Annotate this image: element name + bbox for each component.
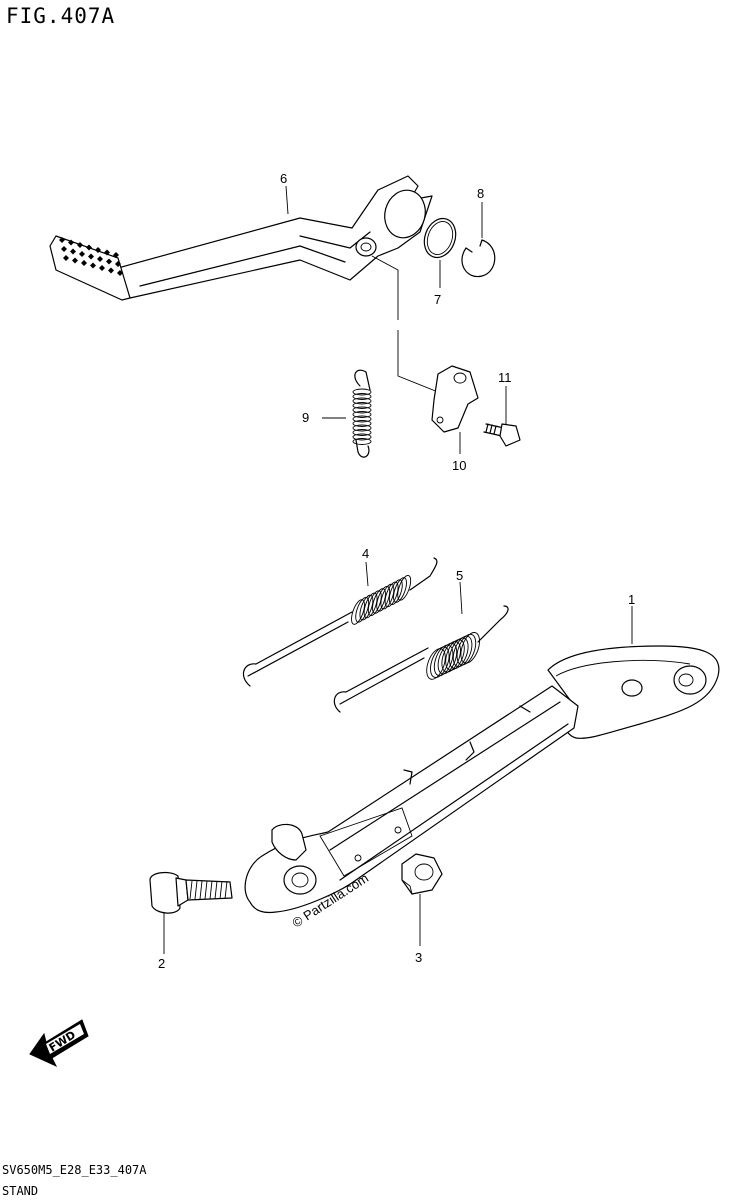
callout-3: 3 <box>415 950 422 965</box>
callout-1: 1 <box>628 592 635 607</box>
callout-4: 4 <box>362 546 369 561</box>
callout-5: 5 <box>456 568 463 583</box>
fwd-arrow-icon: FWD <box>29 1019 89 1068</box>
footpeg-rubber <box>49 235 131 301</box>
callout-9: 9 <box>302 410 309 425</box>
stand-spring-outer[interactable] <box>242 557 438 687</box>
circlip[interactable] <box>461 239 496 278</box>
callout-11: 11 <box>498 370 512 385</box>
pedal-spring[interactable] <box>352 369 372 458</box>
callout-7: 7 <box>434 292 441 307</box>
figure-code: SV650M5_E28_E33_407A <box>2 1163 147 1177</box>
callout-8: 8 <box>477 186 484 201</box>
callout-leaders <box>163 185 633 954</box>
pedal-lever[interactable] <box>49 175 433 301</box>
callout-10: 10 <box>452 458 466 473</box>
callout-2: 2 <box>158 956 165 971</box>
small-bolt[interactable] <box>483 423 521 447</box>
pivot-bolt[interactable] <box>149 871 233 914</box>
washer-ring[interactable] <box>419 214 461 262</box>
side-stand[interactable] <box>244 645 720 914</box>
assembly-leader <box>371 255 439 393</box>
stand-spring-inner[interactable] <box>333 605 509 713</box>
callout-6: 6 <box>280 171 287 186</box>
stand-nut[interactable] <box>401 853 443 895</box>
bracket[interactable] <box>431 365 479 433</box>
figure-name: STAND <box>2 1184 39 1198</box>
figure-title: FIG.407A <box>6 4 116 28</box>
